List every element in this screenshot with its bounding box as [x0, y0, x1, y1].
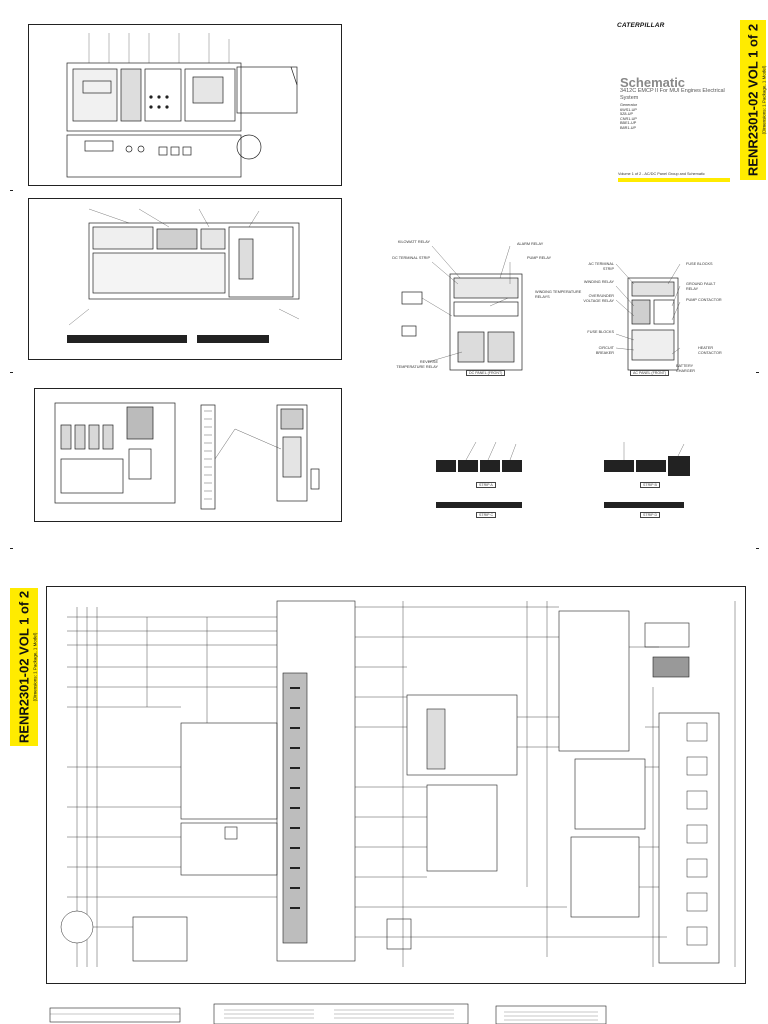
module-views-panel [34, 388, 342, 522]
caption-strip-a: STRIP A [476, 482, 496, 488]
doc-subline-left: (Dimensions: 1 Package, 1 Model) [32, 632, 38, 702]
doc-code-left: RENR2301-02 VOL 1 of 2 [16, 590, 32, 744]
callout-battery-charger: BATTERY CHARGER [676, 364, 695, 373]
wiring-schematic [60, 600, 736, 967]
callout-kilowatt-relay: KILOWATT RELAY [397, 240, 430, 244]
doc-label-right: RENR2301-02 VOL 1 of 2 (Dimensions: 1 Pa… [740, 20, 767, 180]
page-tick [10, 372, 13, 373]
callout-alarm-relay: ALARM RELAY [517, 242, 544, 246]
callout-overvoltage-relay: OVER/UNDER VOLTAGE RELAY [583, 294, 614, 303]
callout-fuse-blocks: FUSE BLOCKS [686, 262, 713, 266]
terminal-strip-left [436, 441, 522, 508]
callout-pump-relay: PUMP RELAY [527, 256, 552, 260]
schematic-subtitle: 3412C EMCP II For MUI Engines Electrical… [620, 88, 725, 101]
volume-note: Volume 1 of 2 - AC/DC Panel Group and Sc… [618, 172, 705, 176]
page-tick [10, 190, 13, 191]
callout-pump-contactor: PUMP CONTACTOR [686, 298, 722, 302]
callout-ground-fault-relay: GROUND FAULT RELAY [686, 282, 716, 291]
serial-item: 5Z8-UP [620, 112, 634, 117]
bottom-legend-tables [49, 1003, 607, 1024]
dc-panel-drawing [401, 245, 523, 371]
component-layout-panel [28, 198, 342, 360]
serial-item: BBE1-UP [620, 121, 637, 126]
callout-circuit-breaker: CIRCUIT BREAKER [595, 346, 614, 355]
enclosure-drawing [66, 33, 298, 178]
caterpillar-logo: CATERPILLAR [617, 22, 665, 29]
wiring-schematic-panel [46, 586, 746, 984]
enclosure-drawing-panel [28, 24, 342, 186]
callout-ac-terminal-strip: AC TERMINAL STRIP [588, 262, 614, 271]
serial-item: Generator [620, 103, 638, 107]
serial-item: 6WS1-UP [620, 107, 637, 112]
title-accent-bar [618, 178, 730, 182]
page-tick [756, 372, 759, 373]
doc-label-left: RENR2301-02 VOL 1 of 2 (Dimensions: 1 Pa… [10, 588, 38, 746]
caption-strip-c: STRIP C [476, 512, 497, 518]
serial-item: CNR1-UP [620, 116, 637, 121]
page-tick [756, 548, 759, 549]
doc-subline-right: (Dimensions: 1 Package, 1 Model) [761, 65, 767, 135]
ac-panel-drawing [615, 263, 681, 371]
page-tick [10, 548, 13, 549]
callout-winding-relay: WINDING RELAY [583, 280, 614, 284]
caption-strip-b: STRIP B [640, 482, 660, 488]
callout-reverse-temperature-relay: REVERSE TEMPERATURE RELAY [396, 360, 438, 369]
callout-heater-contactor: HEATER CONTACTOR [698, 346, 722, 355]
callout-winding-temperature-relays: WINDING TEMPERATURE RELAYS [535, 290, 582, 299]
callout-dc-terminal-strip: DC TERMINAL STRIP [392, 256, 430, 260]
caption-dc-panel: DC PANEL (FRONT) [466, 370, 506, 376]
terminal-strip-right [604, 442, 690, 508]
schematic-title: Schematic [620, 75, 686, 90]
doc-code-right: RENR2301-02 VOL 1 of 2 [745, 23, 761, 177]
serial-list: Generator 6WS1-UP 5Z8-UP CNR1-UP BBE1-UP… [620, 103, 637, 131]
caption-strip-d: STRIP D [640, 512, 661, 518]
module-views [54, 402, 320, 510]
serial-item: B8R1-UP [620, 125, 637, 130]
callout-fuse-blocks-2: FUSE BLOCKS [587, 330, 614, 334]
caption-ac-panel: AC PANEL (FRONT) [630, 370, 670, 376]
component-layout [67, 208, 300, 343]
